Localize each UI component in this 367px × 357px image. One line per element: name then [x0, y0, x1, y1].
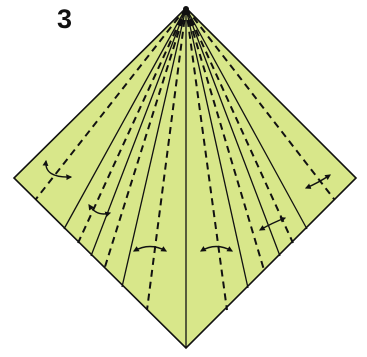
apex-point — [183, 6, 189, 12]
fold-dashed-line — [35, 7, 187, 200]
valley-crease-line — [121, 7, 187, 288]
fold-dashed-line — [185, 7, 265, 271]
fold-dashed-line — [185, 7, 335, 200]
fold-arrow-icon — [132, 245, 168, 252]
valley-crease-line — [63, 7, 187, 230]
step-number: 3 — [57, 4, 73, 34]
fold-arrow-icon — [304, 174, 331, 189]
valley-crease-line — [185, 7, 308, 230]
fold-dashed-line — [185, 7, 228, 311]
fold-dashed-line — [103, 7, 187, 271]
valley-crease-line — [185, 7, 281, 257]
paper-diamond — [12, 6, 358, 350]
fold-arrow-icon — [199, 245, 234, 252]
fold-arrow-icon — [258, 216, 287, 231]
fold-arrow-icon — [88, 204, 112, 218]
fold-dashed-line — [146, 7, 187, 311]
fold-arrow-icon — [42, 159, 73, 181]
valley-crease-line — [185, 7, 249, 289]
